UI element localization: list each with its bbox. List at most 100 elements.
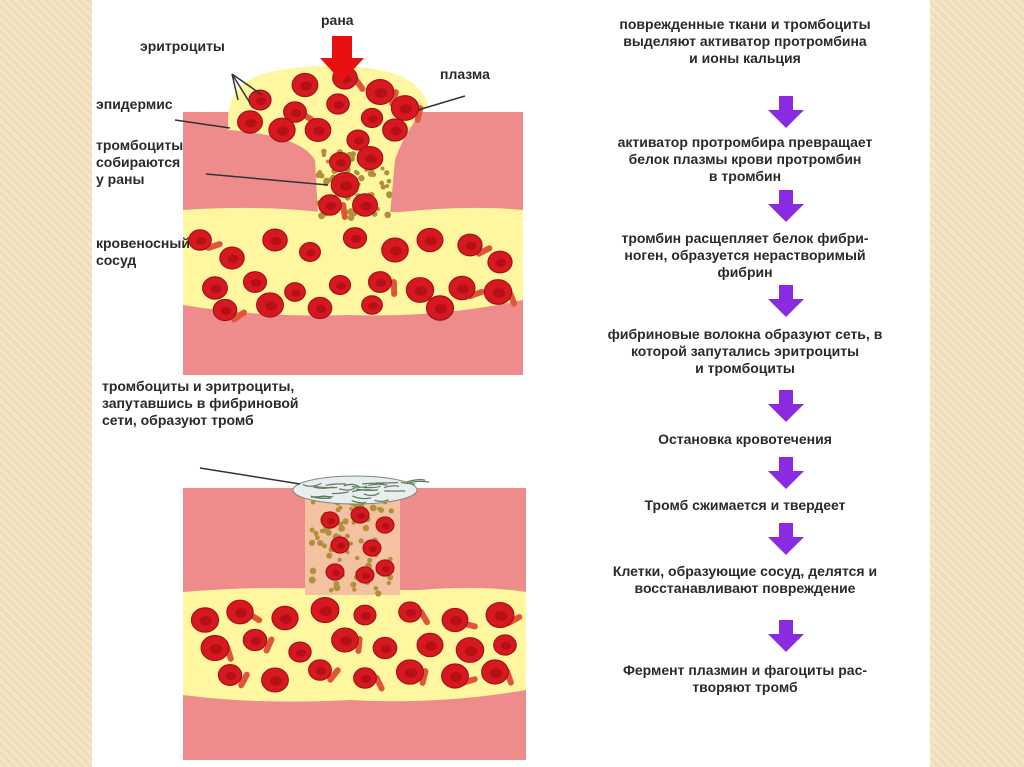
platelet-dot bbox=[328, 587, 334, 593]
platelet-rod bbox=[389, 89, 399, 107]
erythrocyte-center bbox=[361, 572, 371, 580]
down-arrow-icon bbox=[768, 457, 804, 489]
erythrocyte-center bbox=[313, 126, 325, 136]
erythrocyte-center bbox=[465, 241, 477, 251]
fibrin-strand bbox=[315, 485, 338, 489]
erythrocyte-center bbox=[404, 668, 418, 678]
flow-arrows bbox=[768, 96, 804, 652]
platelet-dot bbox=[369, 504, 377, 512]
erythrocyte-center bbox=[220, 306, 232, 316]
label-erythrocytes: эритроциты bbox=[140, 38, 225, 54]
erythrocyte-center bbox=[227, 254, 239, 264]
step-3: тромбин расщепляет белок фибри- ноген, о… bbox=[621, 230, 869, 280]
platelet-dot bbox=[326, 552, 333, 559]
pointer-line bbox=[205, 173, 329, 186]
erythrocyte-center bbox=[405, 609, 417, 617]
platelet-dot bbox=[385, 183, 390, 189]
erythrocyte-center bbox=[195, 237, 207, 245]
erythrocyte-center bbox=[368, 115, 378, 123]
step-5: Остановка кровотечения bbox=[658, 431, 832, 447]
pointer-line bbox=[199, 467, 301, 485]
pointer-line bbox=[417, 95, 466, 111]
label-wound: рана bbox=[321, 12, 354, 28]
platelet-dot bbox=[325, 159, 330, 164]
platelet-dot bbox=[308, 576, 316, 584]
fibrin-strand bbox=[400, 481, 416, 485]
platelet-dot bbox=[379, 180, 385, 186]
erythrocyte-center bbox=[354, 137, 364, 145]
fibrin-strand bbox=[331, 491, 349, 495]
label-thrombus-caption: тромбоциты и эритроциты, запутавшись в ф… bbox=[102, 378, 299, 428]
platelet-dot bbox=[367, 170, 375, 178]
erythrocyte-center bbox=[277, 126, 289, 136]
fibrin-strand bbox=[363, 485, 381, 489]
platelet-dot bbox=[325, 529, 332, 536]
erythrocytes-bottom bbox=[190, 506, 523, 693]
erythrocyte-center bbox=[336, 159, 346, 167]
down-arrow-icon bbox=[768, 96, 804, 128]
platelet-dot bbox=[322, 543, 327, 549]
platelet-dot bbox=[362, 524, 370, 532]
step-6: Тромб сжимается и твердеет bbox=[644, 497, 846, 513]
platelet-dot bbox=[338, 524, 346, 532]
erythrocyte-center bbox=[434, 304, 448, 314]
erythrocyte-center bbox=[210, 284, 222, 294]
erythrocyte-center bbox=[336, 542, 346, 550]
platelet-dot bbox=[353, 170, 359, 175]
platelet-dot bbox=[347, 214, 355, 222]
platelet-rod bbox=[340, 202, 348, 220]
erythrocyte-center bbox=[199, 616, 213, 626]
erythrocyte-center bbox=[306, 249, 316, 257]
erythrocyte-center bbox=[235, 608, 247, 618]
platelet-dot bbox=[384, 170, 390, 176]
down-arrow-icon bbox=[768, 285, 804, 317]
erythrocyte-center bbox=[449, 672, 463, 682]
platelet-dot bbox=[345, 533, 350, 539]
erythrocyte-center bbox=[333, 101, 345, 109]
platelet-dot bbox=[319, 173, 325, 179]
erythrocyte-center bbox=[495, 258, 507, 268]
erythrocyte-center bbox=[269, 676, 283, 686]
fibrin-strand bbox=[355, 488, 379, 491]
erythrocyte-center bbox=[295, 649, 307, 657]
fibrin-strand bbox=[302, 482, 322, 487]
erythrocyte-center bbox=[390, 246, 402, 256]
erythrocyte-center bbox=[326, 517, 336, 525]
erythrocyte-center bbox=[380, 644, 392, 654]
erythrocyte-center bbox=[315, 304, 327, 314]
top-diagram bbox=[174, 36, 523, 375]
platelet-dot bbox=[388, 508, 395, 514]
platelet-dot bbox=[384, 211, 392, 219]
step-2: активатор протромбира превращает белок п… bbox=[617, 134, 873, 184]
fibrin-strand bbox=[363, 492, 380, 497]
platelet-dot bbox=[387, 193, 392, 199]
fibrin-strand bbox=[351, 485, 368, 488]
pointer-line bbox=[174, 119, 231, 129]
fibrin-strands bbox=[302, 479, 430, 504]
pointer-line bbox=[231, 73, 263, 96]
fibrin-strand bbox=[406, 479, 426, 483]
fibrin-strand bbox=[374, 499, 389, 502]
platelet-dot bbox=[346, 208, 354, 215]
erythrocyte-center bbox=[290, 109, 302, 117]
erythrocyte-center bbox=[450, 616, 462, 626]
platelet-rod bbox=[475, 245, 493, 257]
erythrocyte-center bbox=[325, 202, 337, 210]
erythrocyte-center bbox=[399, 104, 413, 114]
erythrocyte-center bbox=[256, 97, 266, 105]
fibrin-strand bbox=[325, 483, 347, 487]
down-arrow-icon bbox=[768, 190, 804, 222]
platelet-dot bbox=[380, 166, 385, 171]
platelet-dot bbox=[350, 581, 357, 588]
platelet-rod bbox=[205, 241, 223, 251]
pointer-line bbox=[231, 73, 239, 101]
erythrocyte-center bbox=[381, 522, 391, 530]
erythrocyte-center bbox=[319, 606, 333, 616]
erythrocyte-center bbox=[331, 569, 341, 577]
label-plasma: плазма bbox=[440, 66, 490, 82]
erythrocyte-center bbox=[280, 614, 292, 624]
erythrocyte-center bbox=[390, 126, 402, 136]
erythrocyte-center bbox=[464, 646, 478, 656]
fibrin-strand bbox=[351, 500, 367, 504]
fibrin-strand bbox=[352, 495, 372, 500]
